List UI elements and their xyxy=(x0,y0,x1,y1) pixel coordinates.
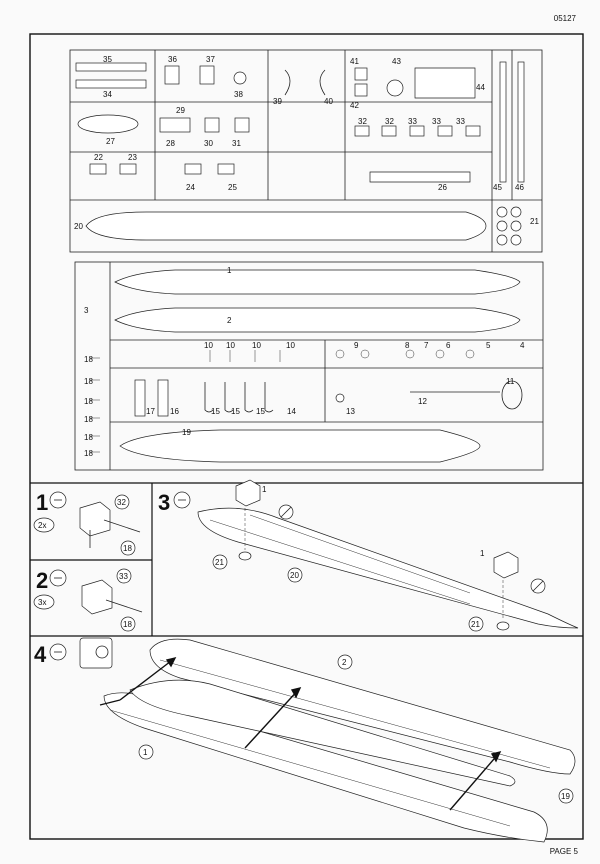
svg-text:5: 5 xyxy=(486,341,491,350)
step-1-number: 1 xyxy=(36,490,48,515)
svg-text:32: 32 xyxy=(117,498,126,507)
svg-text:2: 2 xyxy=(227,316,232,325)
step-4: 4 2 1 19 xyxy=(34,637,576,843)
svg-text:10: 10 xyxy=(286,341,295,350)
svg-text:34: 34 xyxy=(103,90,112,99)
svg-text:26: 26 xyxy=(438,183,447,192)
step-2-multiplier: 3x xyxy=(38,598,46,607)
svg-text:3: 3 xyxy=(84,306,89,315)
svg-text:28: 28 xyxy=(166,139,175,148)
step-3: 3 1 21 20 1 21 xyxy=(158,479,579,632)
svg-text:38: 38 xyxy=(234,90,243,99)
svg-text:29: 29 xyxy=(176,106,185,115)
svg-text:18: 18 xyxy=(84,377,93,386)
step-2: 2 3x 33 18 xyxy=(33,568,143,632)
svg-text:4: 4 xyxy=(520,341,525,350)
svg-text:2: 2 xyxy=(342,658,347,667)
svg-text:33: 33 xyxy=(119,572,128,581)
svg-text:1: 1 xyxy=(143,748,148,757)
svg-text:45: 45 xyxy=(493,183,502,192)
sprue-tree-lower xyxy=(74,261,544,471)
svg-text:25: 25 xyxy=(228,183,237,192)
svg-text:18: 18 xyxy=(123,620,132,629)
svg-text:7: 7 xyxy=(424,341,429,350)
svg-text:14: 14 xyxy=(287,407,296,416)
step-4-number: 4 xyxy=(34,642,47,667)
svg-text:22: 22 xyxy=(94,153,103,162)
svg-text:10: 10 xyxy=(226,341,235,350)
svg-text:15: 15 xyxy=(211,407,220,416)
svg-text:15: 15 xyxy=(231,407,240,416)
svg-text:35: 35 xyxy=(103,55,112,64)
svg-text:19: 19 xyxy=(561,792,570,801)
svg-text:32: 32 xyxy=(358,117,367,126)
svg-text:37: 37 xyxy=(206,55,215,64)
svg-text:1: 1 xyxy=(480,549,485,558)
svg-text:39: 39 xyxy=(273,97,282,106)
svg-text:18: 18 xyxy=(84,415,93,424)
step-2-number: 2 xyxy=(36,568,48,593)
step-1: 1 2x 32 18 xyxy=(33,490,141,556)
svg-text:16: 16 xyxy=(170,407,179,416)
svg-text:10: 10 xyxy=(252,341,261,350)
svg-text:18: 18 xyxy=(84,449,93,458)
svg-text:21: 21 xyxy=(530,217,539,226)
svg-text:9: 9 xyxy=(354,341,359,350)
svg-text:46: 46 xyxy=(515,183,524,192)
svg-text:40: 40 xyxy=(324,97,333,106)
svg-text:1: 1 xyxy=(262,485,267,494)
svg-text:42: 42 xyxy=(350,101,359,110)
svg-text:6: 6 xyxy=(446,341,451,350)
svg-text:17: 17 xyxy=(146,407,155,416)
svg-text:33: 33 xyxy=(408,117,417,126)
svg-text:18: 18 xyxy=(84,397,93,406)
svg-text:19: 19 xyxy=(182,428,191,437)
sprue-tree-upper xyxy=(69,49,543,253)
svg-text:33: 33 xyxy=(432,117,441,126)
svg-text:31: 31 xyxy=(232,139,241,148)
page-number: PAGE 5 xyxy=(549,847,578,856)
svg-text:11: 11 xyxy=(506,377,515,386)
svg-text:13: 13 xyxy=(346,407,355,416)
svg-text:24: 24 xyxy=(186,183,195,192)
step-1-multiplier: 2x xyxy=(38,521,46,530)
svg-text:21: 21 xyxy=(215,558,224,567)
document-code: 05127 xyxy=(553,14,576,23)
svg-text:18: 18 xyxy=(84,355,93,364)
sprue-part-numbers: 35 34 36 37 38 39 40 41 43 42 44 29 27 2… xyxy=(74,55,539,458)
svg-text:1: 1 xyxy=(227,266,232,275)
svg-text:8: 8 xyxy=(405,341,410,350)
svg-text:20: 20 xyxy=(290,571,299,580)
svg-text:20: 20 xyxy=(74,222,83,231)
svg-text:23: 23 xyxy=(128,153,137,162)
svg-text:33: 33 xyxy=(456,117,465,126)
svg-text:30: 30 xyxy=(204,139,213,148)
svg-text:36: 36 xyxy=(168,55,177,64)
svg-text:18: 18 xyxy=(84,433,93,442)
svg-text:21: 21 xyxy=(471,620,480,629)
step-3-number: 3 xyxy=(158,490,170,515)
svg-text:27: 27 xyxy=(106,137,115,146)
svg-text:18: 18 xyxy=(123,544,132,553)
svg-text:10: 10 xyxy=(204,341,213,350)
svg-text:32: 32 xyxy=(385,117,394,126)
svg-text:43: 43 xyxy=(392,57,401,66)
svg-text:15: 15 xyxy=(256,407,265,416)
svg-text:44: 44 xyxy=(476,83,485,92)
svg-text:12: 12 xyxy=(418,397,427,406)
svg-text:41: 41 xyxy=(350,57,359,66)
